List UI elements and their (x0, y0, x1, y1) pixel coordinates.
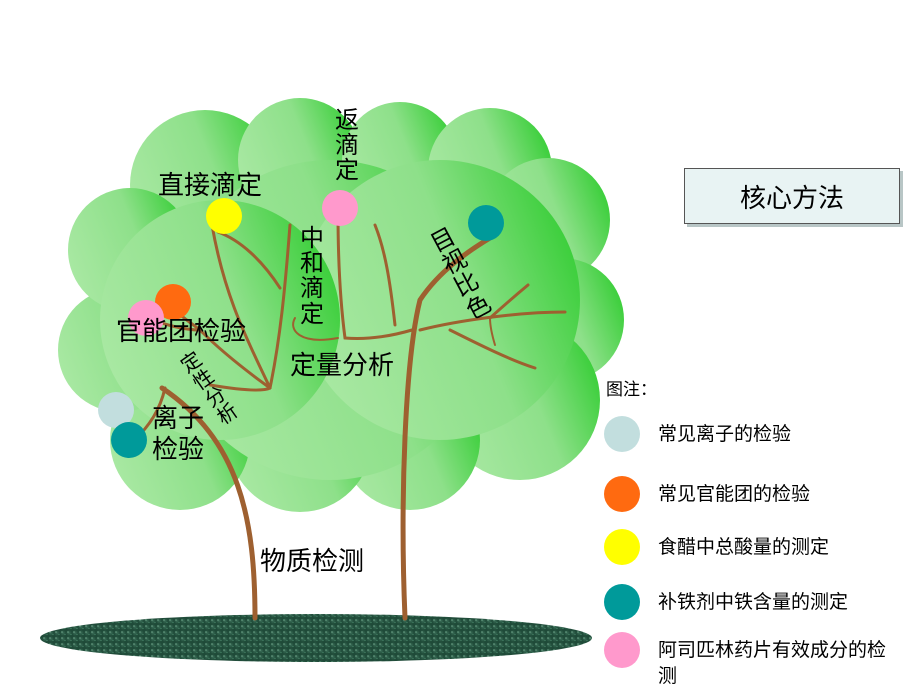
label-substance-detection: 物质检测 (260, 547, 365, 577)
legend-swatch (604, 584, 640, 620)
legend-swatch (604, 476, 640, 512)
core-method-label: 核心方法 (739, 183, 844, 214)
label-neutralization-titration: 中和滴定 (300, 224, 324, 328)
legend-swatch (604, 416, 640, 452)
legend-item: 补铁剂中铁含量的测定 (604, 584, 898, 620)
tree-fruits (98, 190, 504, 458)
core-method-box: 核心方法 (684, 168, 900, 224)
legend-item: 常见离子的检验 (604, 416, 898, 452)
label-back-titration: 返滴定 (335, 106, 359, 185)
tree-canopy (58, 98, 624, 512)
fruit-functional-pink (128, 300, 164, 336)
fruit-ion-light (98, 392, 134, 428)
legend-item: 食醋中总酸量的测定 (604, 529, 898, 565)
legend-item: 阿司匹林药片有效成分的检测 (604, 632, 898, 689)
fruit-functional-orange (155, 284, 191, 320)
legend-swatch (604, 632, 640, 668)
legend-title: 图注： (606, 380, 657, 400)
legend-label: 常见官能团的检验 (658, 483, 811, 505)
ground-ellipse (40, 614, 592, 662)
legend-label: 食醋中总酸量的测定 (658, 536, 830, 558)
fruit-back-pink (322, 190, 358, 226)
legend-swatch (604, 529, 640, 565)
label-quantitative-analysis: 定量分析 (290, 351, 395, 381)
label-ion-test: 离子检验 (152, 404, 205, 466)
fruit-ion-teal (111, 422, 147, 458)
legend-item: 常见官能团的检验 (604, 476, 898, 512)
label-functional-group-test: 官能团检验 (116, 317, 247, 347)
legend-label: 阿司匹林药片有效成分的检测 (658, 639, 887, 687)
legend-label: 补铁剂中铁含量的测定 (658, 591, 849, 613)
legend-label: 常见离子的检验 (658, 423, 792, 445)
fruit-visual-teal (468, 205, 504, 241)
label-direct-titration: 直接滴定 (158, 171, 263, 201)
fruit-direct-yellow (206, 198, 242, 234)
